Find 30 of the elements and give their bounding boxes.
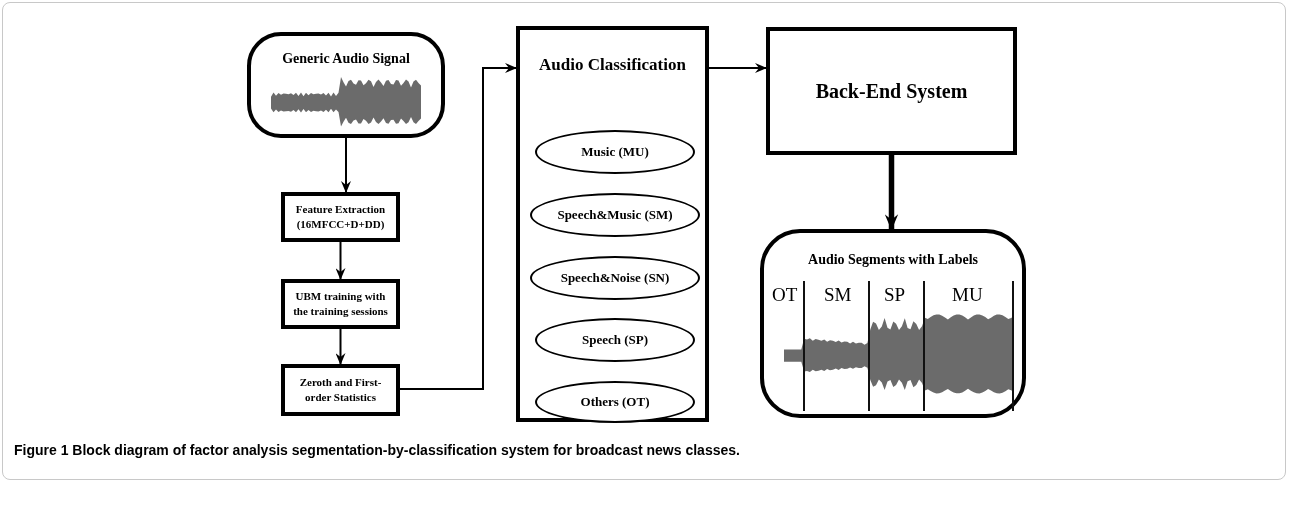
node-label: Generic Audio Signal [282, 50, 410, 68]
arrow [335, 328, 346, 365]
process-box [766, 27, 1017, 155]
process-box [281, 364, 400, 416]
arrow [341, 137, 351, 193]
rounded-box [760, 229, 1026, 418]
node-label: Speech&Noise (SN) [560, 269, 670, 288]
segment-label: SP [884, 283, 906, 307]
process-box [281, 279, 400, 329]
node-label: Audio Segments with Labels [807, 251, 979, 269]
node-label: Audio Classification [538, 54, 687, 76]
node-label: Speech (SP) [581, 331, 649, 350]
classification-box [516, 26, 709, 422]
figure-caption: Figure 1 Block diagram of factor analysis segmentation-by-classification system for broadcast news classes. [14, 441, 740, 460]
node-label: Feature Extraction (16MFCC+D+DD) [294, 201, 387, 232]
arrow [335, 241, 346, 280]
segment-label: MU [952, 283, 983, 307]
process-box [281, 192, 400, 242]
arrow [399, 63, 517, 390]
segment-label: SM [824, 283, 852, 307]
arrow [708, 63, 767, 73]
segment-label: OT [772, 283, 798, 307]
rounded-box [247, 32, 445, 138]
node-label: Music (MU) [581, 143, 649, 162]
node-label: Back-End System [815, 79, 968, 105]
node-label: UBM training with the training sessions [293, 288, 388, 319]
node-label: Others (OT) [580, 393, 650, 412]
arrow [884, 155, 899, 231]
node-label: Speech&Music (SM) [557, 206, 673, 225]
node-label: Zeroth and First-order Statistics [298, 374, 383, 405]
